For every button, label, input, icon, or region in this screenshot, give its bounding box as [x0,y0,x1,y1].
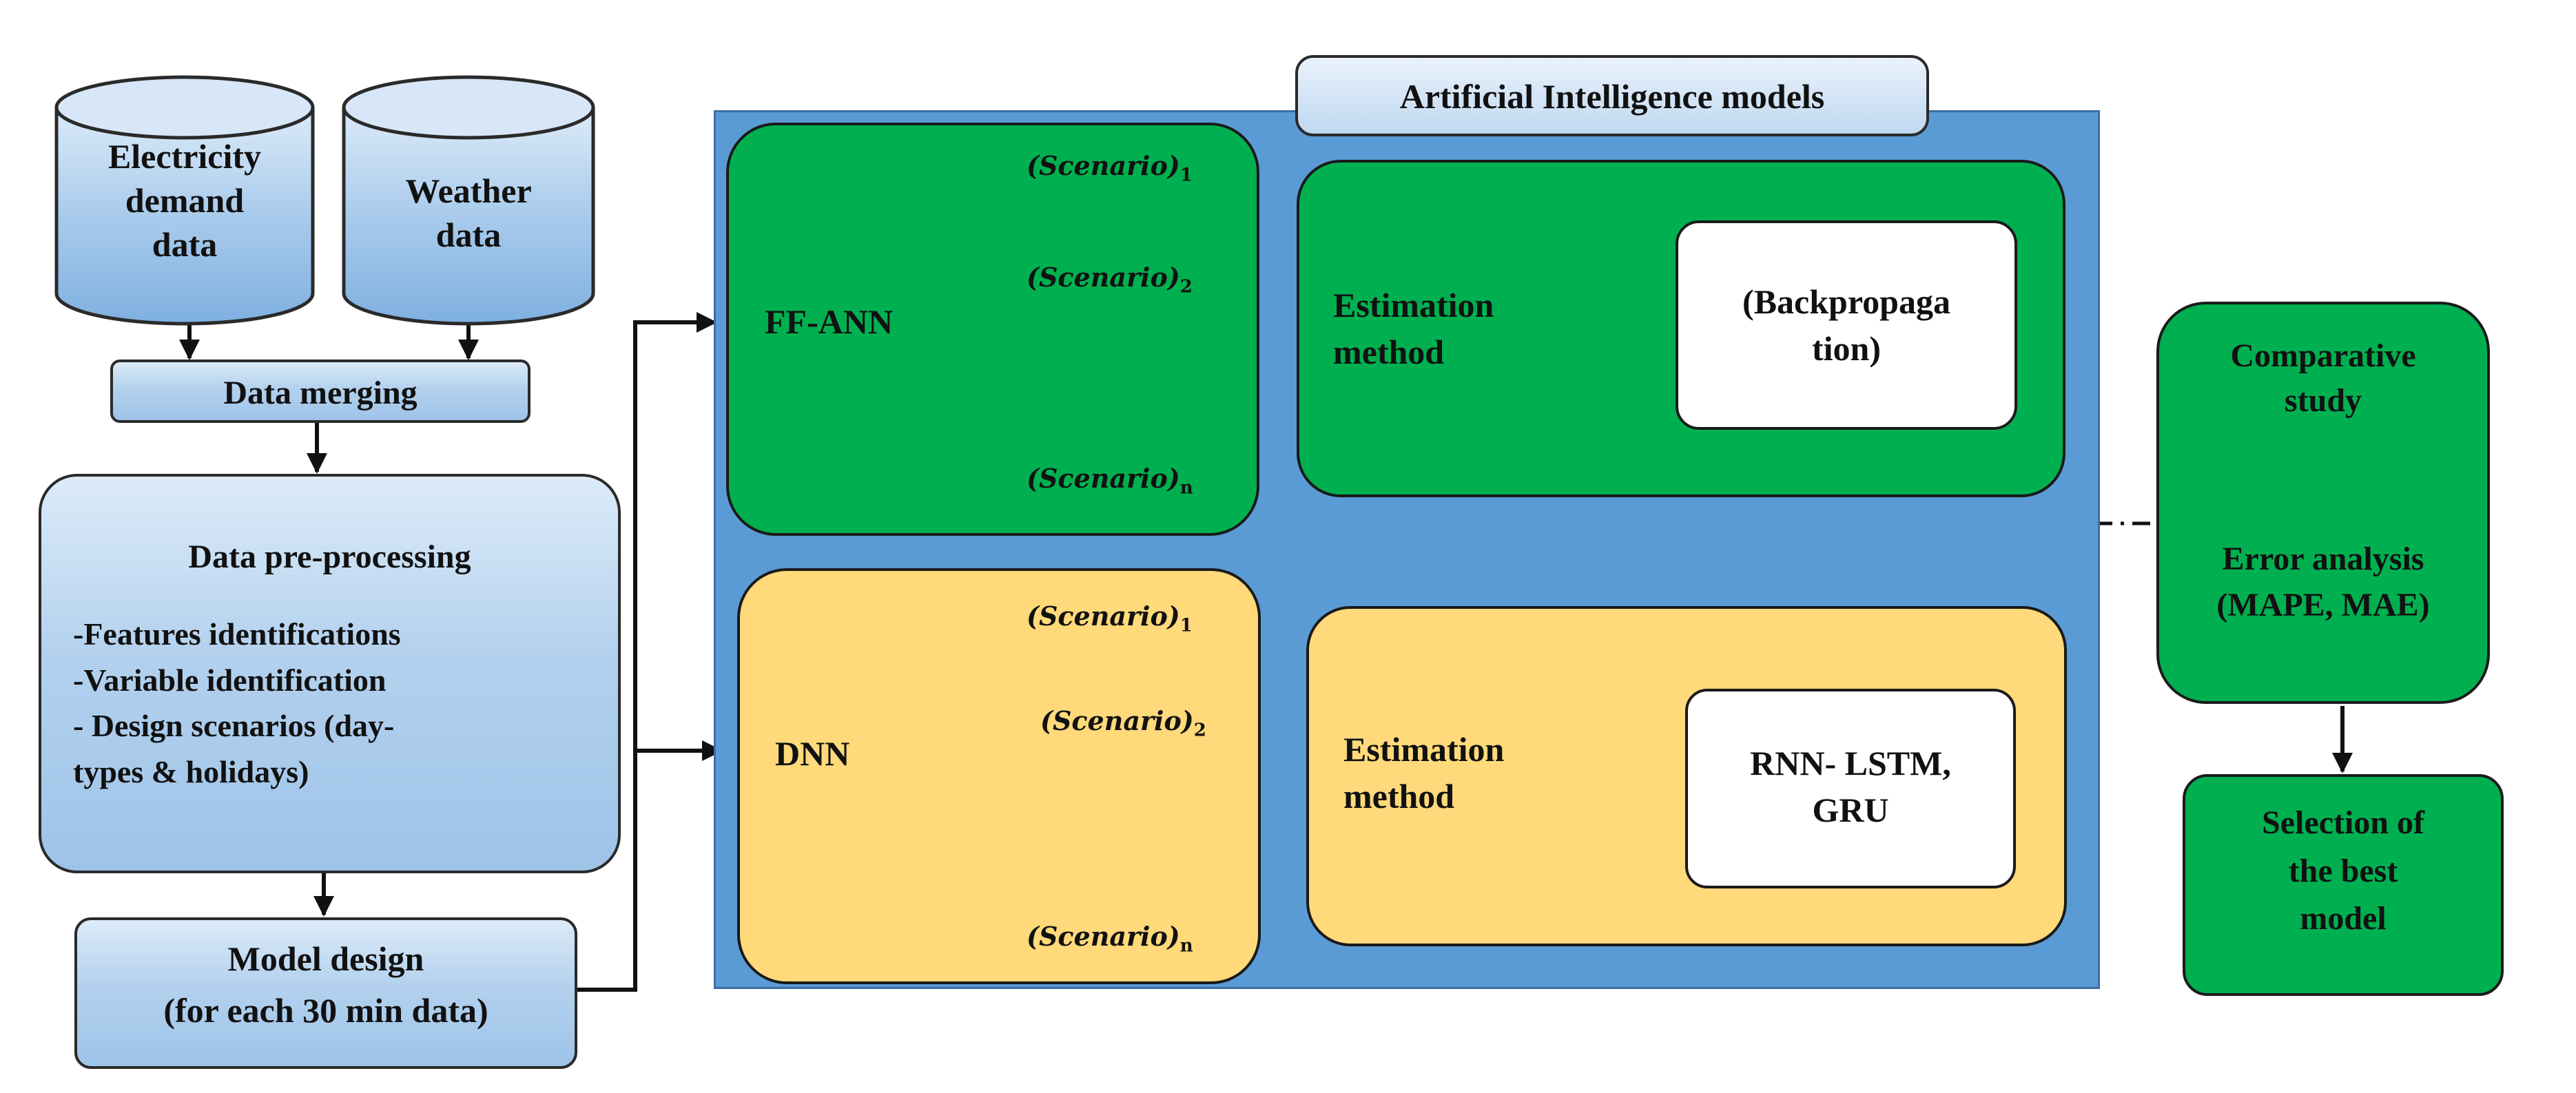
preprocessing-box [39,474,621,873]
ai-models-title: Artificial Intelligence models [1399,77,1825,116]
electricity-data-label: Electricity demand data [107,137,262,264]
dnn-estimation-label: Estimation method [1343,730,1505,815]
model-design-box [74,917,577,1069]
preprocessing-title: Data pre-processing [188,539,471,575]
error-analysis-label: Error analysis (MAPE, MAE) [2216,541,2430,624]
selection-label: Selection of the best model [2262,804,2424,937]
dnn-scenario-n: (Scenario)n [1027,921,1193,957]
data-merging-label: Data merging [223,375,418,411]
backpropagation-box [1676,220,2017,430]
dnn-scenario-2: (Scenario)2 [1040,705,1206,741]
weather-data-label: Weather data [405,171,532,254]
dnn-label: DNN [775,734,850,773]
comparative-box [2156,302,2490,704]
dnn-scenario-1: (Scenario)1 [1027,601,1193,636]
ffann-label: FF-ANN [765,302,894,341]
data-merging-box [110,360,530,423]
preprocessing-items: -Features identifications -Variable iden… [73,616,401,790]
ffann-scenario-2: (Scenario)2 [1027,262,1193,298]
ffann-scenario-1: (Scenario)1 [1027,150,1193,186]
ffann-estimation-label: Estimation method [1333,286,1494,371]
selection-box [2183,774,2504,996]
ai-models-title-box [1295,55,1929,136]
model-design-label: Model design (for each 30 min data) [163,939,488,1030]
backpropagation-label: (Backpropaga tion) [1742,282,1950,368]
ffann-box [726,123,1259,536]
ffann-scenario-n: (Scenario)n [1027,463,1193,499]
rnn-lstm-label: RNN- LSTM, GRU [1750,744,1951,829]
rnn-lstm-box [1685,689,2016,888]
arrow-model-to-ffann [575,312,717,992]
dnn-box [737,568,1261,984]
comparative-title: Comparative study [2230,337,2416,419]
electricity-data-cylinder [54,75,315,326]
weather-data-cylinder [342,75,595,326]
